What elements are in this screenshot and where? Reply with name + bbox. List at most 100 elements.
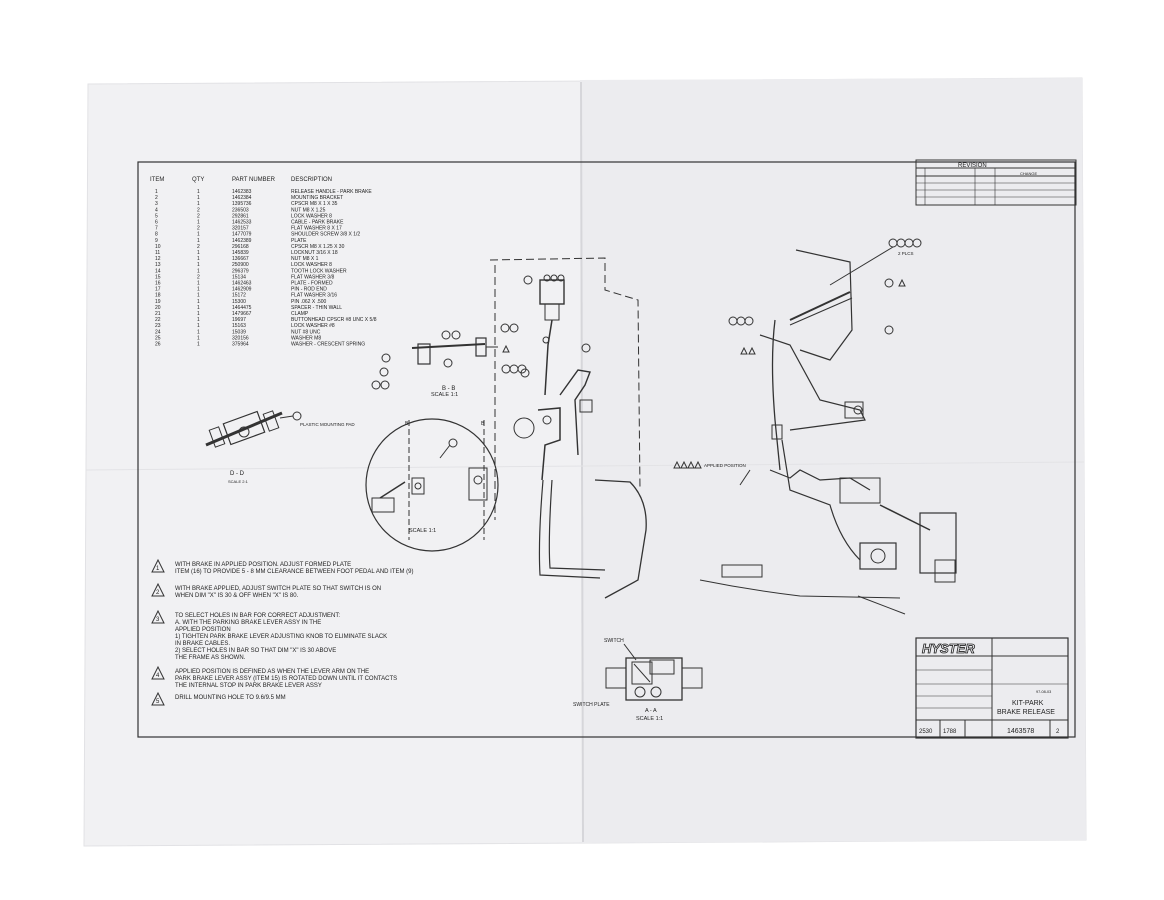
cell-item: 22 [155, 317, 161, 323]
cell-item: 13 [155, 262, 161, 268]
cell-item: 2 [155, 195, 158, 201]
note-triangle-icon [151, 691, 165, 706]
cell-qty: 1 [197, 220, 200, 226]
cell-part-number: 15300 [232, 299, 246, 305]
section-bb-scale: SCALE 1:1 [431, 392, 458, 398]
cell-description: CLAMP [291, 311, 309, 317]
cell-description: CPSCR M8 X 1 X 35 [291, 201, 338, 207]
cell-description: NUT M8 X 1 [291, 256, 319, 262]
svg-text:B: B [481, 421, 485, 427]
cell-description: NUT M8 X 1.25 [291, 207, 326, 213]
note-line: 1) TIGHTEN PARK BRAKE LEVER ADJUSTING KN… [175, 634, 387, 640]
note-line: ITEM (16) TO PROVIDE 5 - 8 MM CLEARANCE … [175, 569, 414, 575]
note-line: APPLIED POSITION [175, 627, 231, 633]
title-date: 97-08-03 [1036, 690, 1051, 694]
switch-plate-label: SWITCH PLATE [573, 702, 610, 708]
cell-qty: 2 [197, 226, 200, 232]
cell-part-number: 1462909 [232, 287, 252, 293]
drawing-number: 1463578 [1007, 728, 1034, 735]
cell-item: 4 [155, 207, 158, 213]
cell-part-number: 15039 [232, 329, 246, 335]
cell-qty: 1 [197, 232, 200, 238]
cell-part-number: 320157 [232, 226, 249, 232]
section-dd: PLASTIC MOUNTING PAD D - D SCALE 2:1 [205, 410, 355, 484]
cell-part-number: 1462384 [232, 195, 252, 201]
cell-item: 26 [155, 342, 161, 348]
cell-qty: 1 [197, 305, 200, 311]
cell-item: 25 [155, 335, 161, 341]
cell-part-number: 15172 [232, 293, 246, 299]
note-line: WHEN DIM "X" IS 30 & OFF WHEN "X" IS 80. [175, 593, 299, 599]
cell-part-number: 1462463 [232, 281, 252, 287]
section-bb-assembly: B - B SCALE 1:1 [371, 323, 527, 398]
revision-block: REVISION CHANGE [915, 159, 1077, 206]
cell-qty: 1 [197, 201, 200, 207]
cell-qty: 2 [197, 207, 200, 213]
drawing-border [137, 161, 1076, 738]
note-triangle-icon [151, 582, 165, 597]
note-number: 5 [156, 699, 160, 705]
cell-qty: 2 [197, 244, 200, 250]
cell-description: LOCKNUT 3/16 X 18 [291, 250, 338, 256]
cell-description: FLAT WASHER 3/16 [291, 293, 337, 299]
cell-description: SPACER - THIN WALL [291, 305, 342, 311]
cell-item: 1 [155, 189, 158, 195]
cell-qty: 1 [197, 335, 200, 341]
cell-item: 10 [155, 244, 161, 250]
switch-label: SWITCH [604, 638, 624, 644]
svg-text:B: B [405, 421, 409, 427]
sheet-number: 2 [1056, 729, 1060, 735]
note-line: IN BRAKE CABLES. [175, 641, 230, 647]
note-number: 3 [156, 617, 160, 623]
note-triangle-icon [151, 665, 165, 680]
note-line: TO SELECT HOLES IN BAR FOR CORRECT ADJUS… [175, 613, 340, 619]
cell-item: 12 [155, 256, 161, 262]
cell-qty: 1 [197, 262, 200, 268]
cell-description: LOCK WASHER 8 [291, 262, 332, 268]
cell-item: 18 [155, 293, 161, 299]
cell-qty: 1 [197, 311, 200, 317]
cell-part-number: 250900 [232, 262, 249, 268]
note-line: A. WITH THE PARKING BRAKE LEVER ASSY IN … [175, 620, 321, 626]
cell-description: PIN .062 X .500 [291, 299, 327, 305]
applied-position-label: APPLIED POSITION [704, 463, 746, 468]
cell-qty: 1 [197, 317, 200, 323]
cell-part-number: 145839 [232, 250, 249, 256]
cell-description: LOCK WASHER #8 [291, 323, 335, 329]
note-line: WITH BRAKE IN APPLIED POSITION. ADJUST F… [175, 562, 351, 568]
cell-description: LOCK WASHER 8 [291, 213, 332, 219]
cell-item: 23 [155, 323, 161, 329]
cell-item: 3 [155, 201, 158, 207]
code-a: 2530 [919, 729, 933, 735]
cell-item: 19 [155, 299, 161, 305]
cell-part-number: 236503 [232, 207, 249, 213]
cell-item: 24 [155, 329, 161, 335]
title-block: HYSTER KIT-PARK BRAKE RELEASE 1463578 2 … [915, 637, 1069, 739]
cell-part-number: 15134 [232, 274, 246, 280]
header-qty: QTY [192, 177, 204, 183]
note-triangle-icon [151, 558, 165, 573]
cell-item: 7 [155, 226, 158, 232]
header-part-number: PART NUMBER [232, 177, 276, 183]
